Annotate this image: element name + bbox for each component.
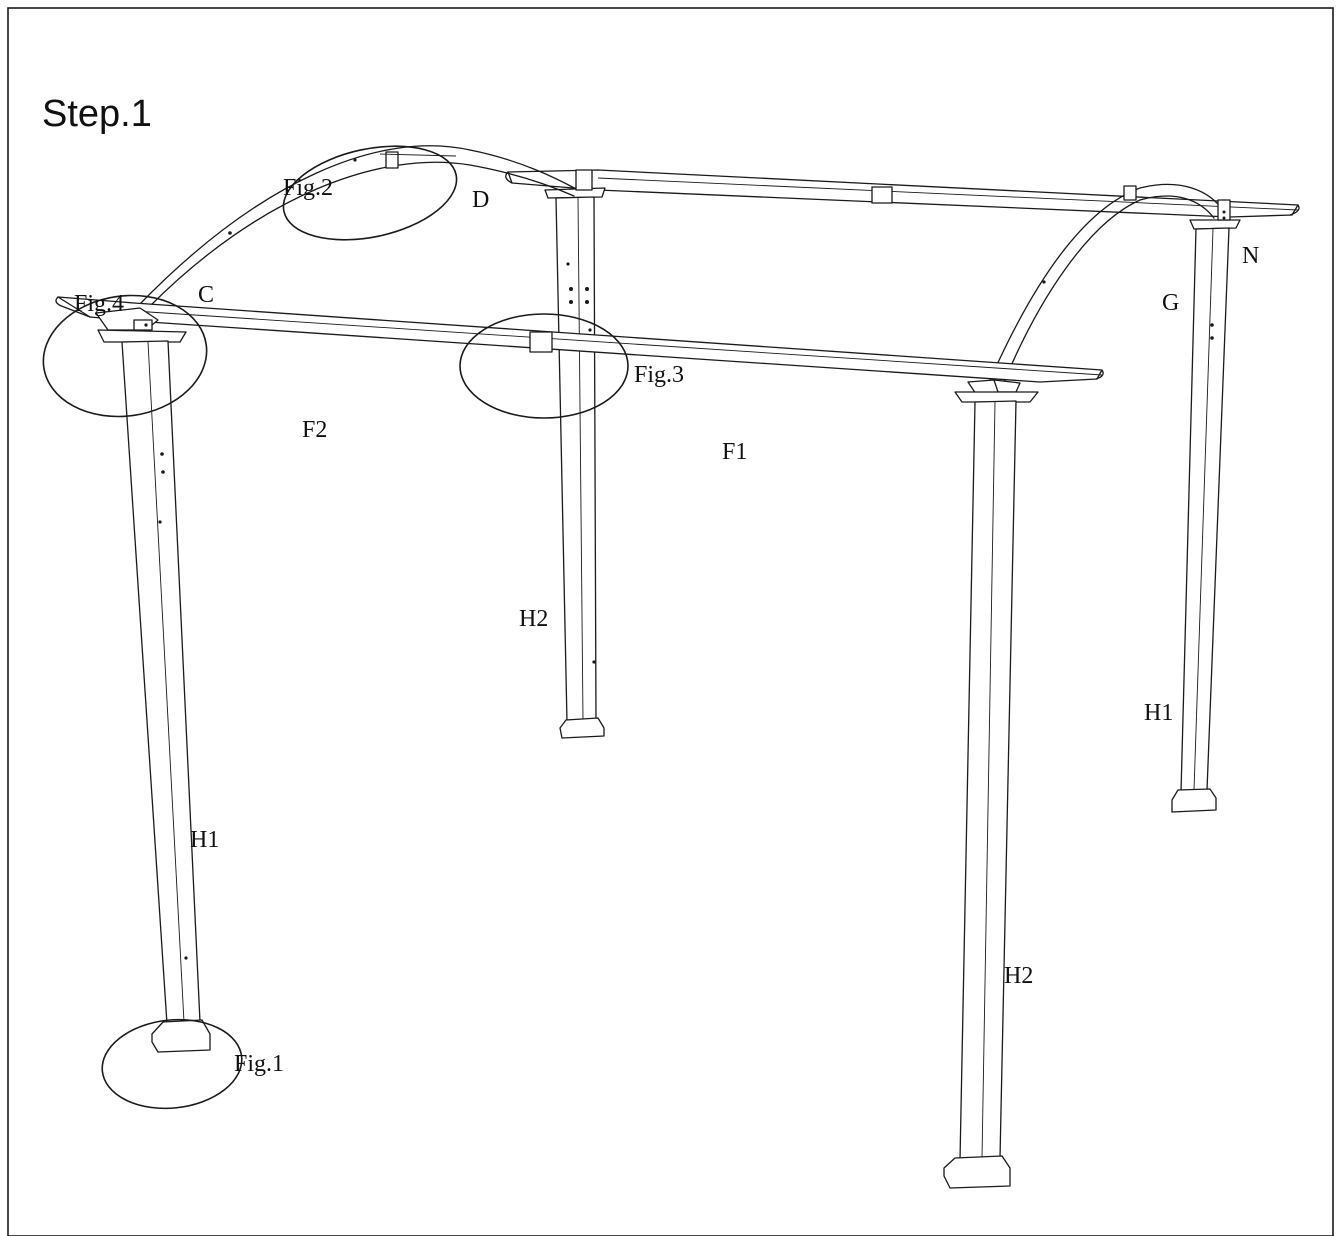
fig3-callout-ring <box>459 313 629 419</box>
fig4-callout-ring <box>42 294 208 418</box>
part-label-h1-back: H1 <box>1144 700 1174 726</box>
part-label-n: N <box>1242 243 1260 269</box>
front-beam <box>55 296 1104 395</box>
part-label-d: D <box>472 187 490 213</box>
part-label-g: G <box>1162 290 1180 316</box>
part-label-c: C <box>198 282 215 308</box>
arch-left <box>137 145 593 307</box>
post-front-right <box>943 391 1039 1189</box>
part-label-f1: F1 <box>722 439 748 465</box>
part-label-h2-front: H2 <box>1004 963 1034 989</box>
callout-fig4: Fig.4 <box>74 291 125 317</box>
part-label-h2-back: H2 <box>519 606 549 632</box>
fig2-callout-ring <box>282 145 458 241</box>
arch-right <box>989 183 1231 383</box>
callout-fig2: Fig.2 <box>283 175 334 201</box>
callout-fig1: Fig.1 <box>234 1051 285 1077</box>
fig1-callout-ring <box>101 1018 243 1110</box>
post-back-right <box>1171 219 1241 813</box>
page-border <box>7 7 1334 1236</box>
step-title: Step.1 <box>42 93 152 135</box>
callout-fig3: Fig.3 <box>634 362 685 388</box>
part-label-f2: F2 <box>302 417 328 443</box>
post-front-left <box>97 329 211 1053</box>
back-beam <box>505 169 1300 218</box>
part-label-h1-front: H1 <box>190 827 220 853</box>
post-back-middle <box>544 187 606 739</box>
